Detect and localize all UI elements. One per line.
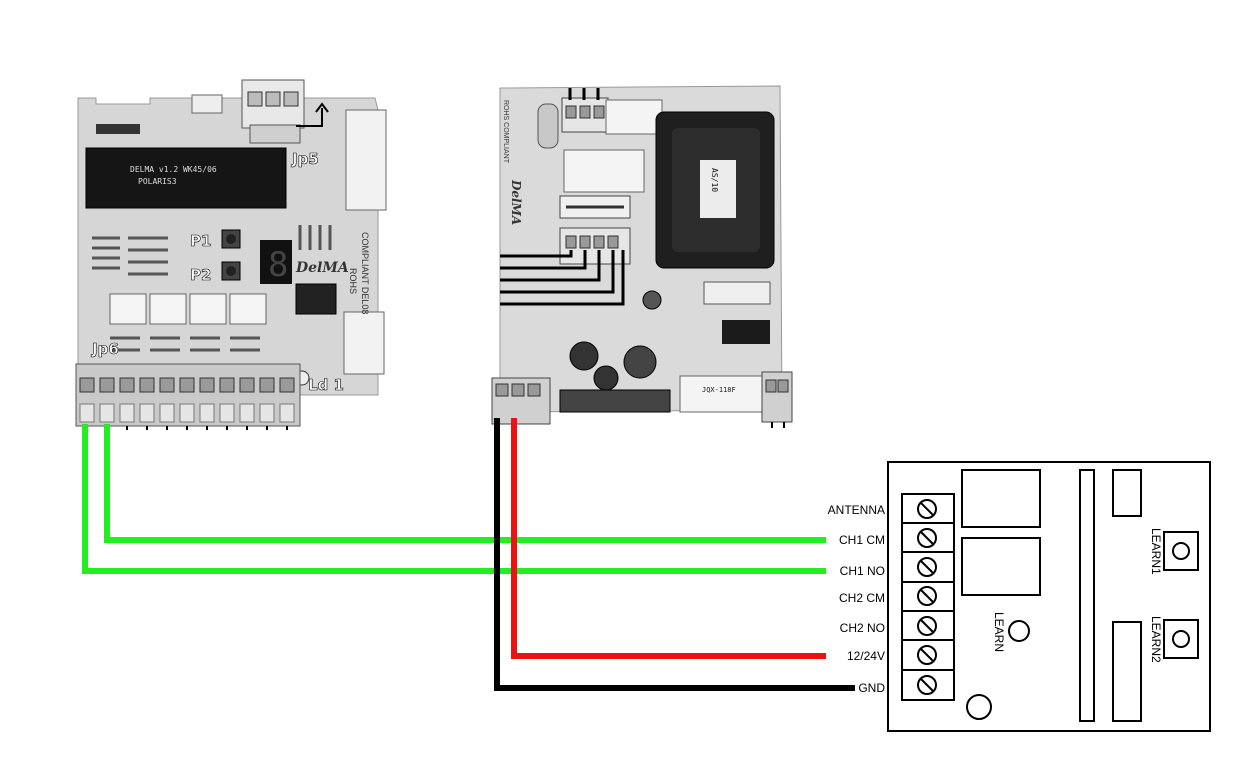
left-board-right-connector-2	[343, 311, 385, 375]
terminal-label-ch2-no: CH2 NO	[840, 621, 885, 635]
middle-board-heatsink	[559, 389, 671, 413]
middle-board-right-terminal	[761, 371, 793, 428]
wire-green-ch1-no	[82, 424, 826, 574]
left-board-pin-header	[96, 124, 140, 134]
jp6-label: Jp6	[91, 340, 119, 358]
chip-text-2: POLARIS3	[138, 177, 177, 186]
terminal-label-ch1-cm: CH1 CM	[839, 533, 885, 547]
middle-power-board: JQX-118F AS/10 DelMA ROHS COMPLIANT	[491, 85, 793, 428]
left-board-microcontroller	[85, 147, 287, 209]
terminal-label-ch2-cm: CH2 CM	[839, 591, 885, 605]
learn-label: LEARN	[992, 612, 1006, 652]
middle-board-electrolytic-4	[642, 290, 662, 310]
radio-receiver: ANTENNA CH1 CM CH1 NO CH2 CM CH2 NO 12/2…	[828, 461, 1211, 732]
seven-segment-display	[260, 240, 292, 284]
learn1-button[interactable]	[1172, 542, 1190, 560]
learn2-button[interactable]	[1172, 630, 1190, 648]
middle-board-rohs: ROHS COMPLIANT	[502, 100, 509, 164]
left-board-optocouplers	[109, 293, 267, 325]
learn2-label: LEARN2	[1149, 616, 1163, 663]
svg-text:8: 8	[268, 245, 288, 285]
receiver-mounting-hole	[966, 694, 992, 720]
receiver-component-bottom	[1112, 621, 1142, 722]
middle-board-capacitor	[537, 103, 559, 149]
wire-green-ch1-cm	[104, 424, 826, 543]
middle-board-top-terminal	[561, 88, 609, 133]
jp5-terminal-block	[241, 79, 305, 144]
jp5-label: Jp5	[291, 150, 319, 168]
left-board-compliant-text: COMPLIANT DEL08	[360, 232, 370, 314]
left-board-rohs-text: ROHS	[348, 268, 358, 294]
ld1-label: Ld 1	[308, 376, 344, 394]
middle-board-electrolytic-2	[593, 365, 619, 391]
learn1-label: LEARN1	[1149, 528, 1163, 575]
wires	[82, 418, 855, 691]
left-board-brand: DelMA	[295, 260, 349, 276]
terminal-label-gnd: GND	[858, 681, 885, 695]
middle-board-relay-3	[679, 375, 773, 413]
jp6-terminal-strip	[75, 363, 301, 430]
receiver-relay-2	[961, 537, 1041, 596]
p2-label: P2	[190, 266, 211, 284]
middle-board-connector	[703, 281, 771, 305]
middle-board-relay-text: JQX-118F	[702, 386, 736, 394]
middle-board-mid-terminal	[500, 227, 631, 306]
p1-label: P1	[190, 232, 211, 250]
middle-board-electrolytic-3	[623, 345, 657, 379]
terminal-label-ch1-no: CH1 NO	[840, 564, 885, 578]
middle-board-ic	[722, 320, 770, 344]
left-board-right-connector	[345, 109, 387, 211]
learn-button[interactable]	[1008, 620, 1030, 642]
wire-black-gnd	[494, 418, 855, 691]
chip-text-1: DELMA v1.2 WK45/06	[130, 165, 217, 174]
middle-board-power-terminal	[491, 377, 551, 425]
receiver-antenna-strip	[1079, 469, 1095, 722]
middle-board-relay-2	[563, 149, 645, 193]
left-board-cn5-connector	[191, 94, 223, 114]
transformer-text: AS/10	[710, 168, 719, 192]
left-control-board: DELMA v1.2 WK45/06 POLARIS3 8 DelMA ROHS…	[75, 79, 387, 430]
terminal-label-antenna: ANTENNA	[828, 503, 885, 517]
wire-red-12-24v	[511, 418, 826, 659]
receiver-terminal-block	[901, 493, 955, 701]
receiver-component-top	[1112, 469, 1142, 517]
jp5-wire-arrow	[296, 102, 329, 127]
terminal-label-12-24v: 12/24V	[847, 649, 885, 663]
middle-board-relay-1	[605, 99, 663, 135]
middle-board-electrolytic-1	[569, 341, 599, 371]
transformer-label-sticker	[700, 160, 736, 218]
left-board-small-ic	[295, 283, 337, 315]
left-board-resistors	[92, 225, 332, 352]
receiver-relay-1	[961, 469, 1041, 528]
middle-board-brand: DelMA	[509, 179, 523, 225]
